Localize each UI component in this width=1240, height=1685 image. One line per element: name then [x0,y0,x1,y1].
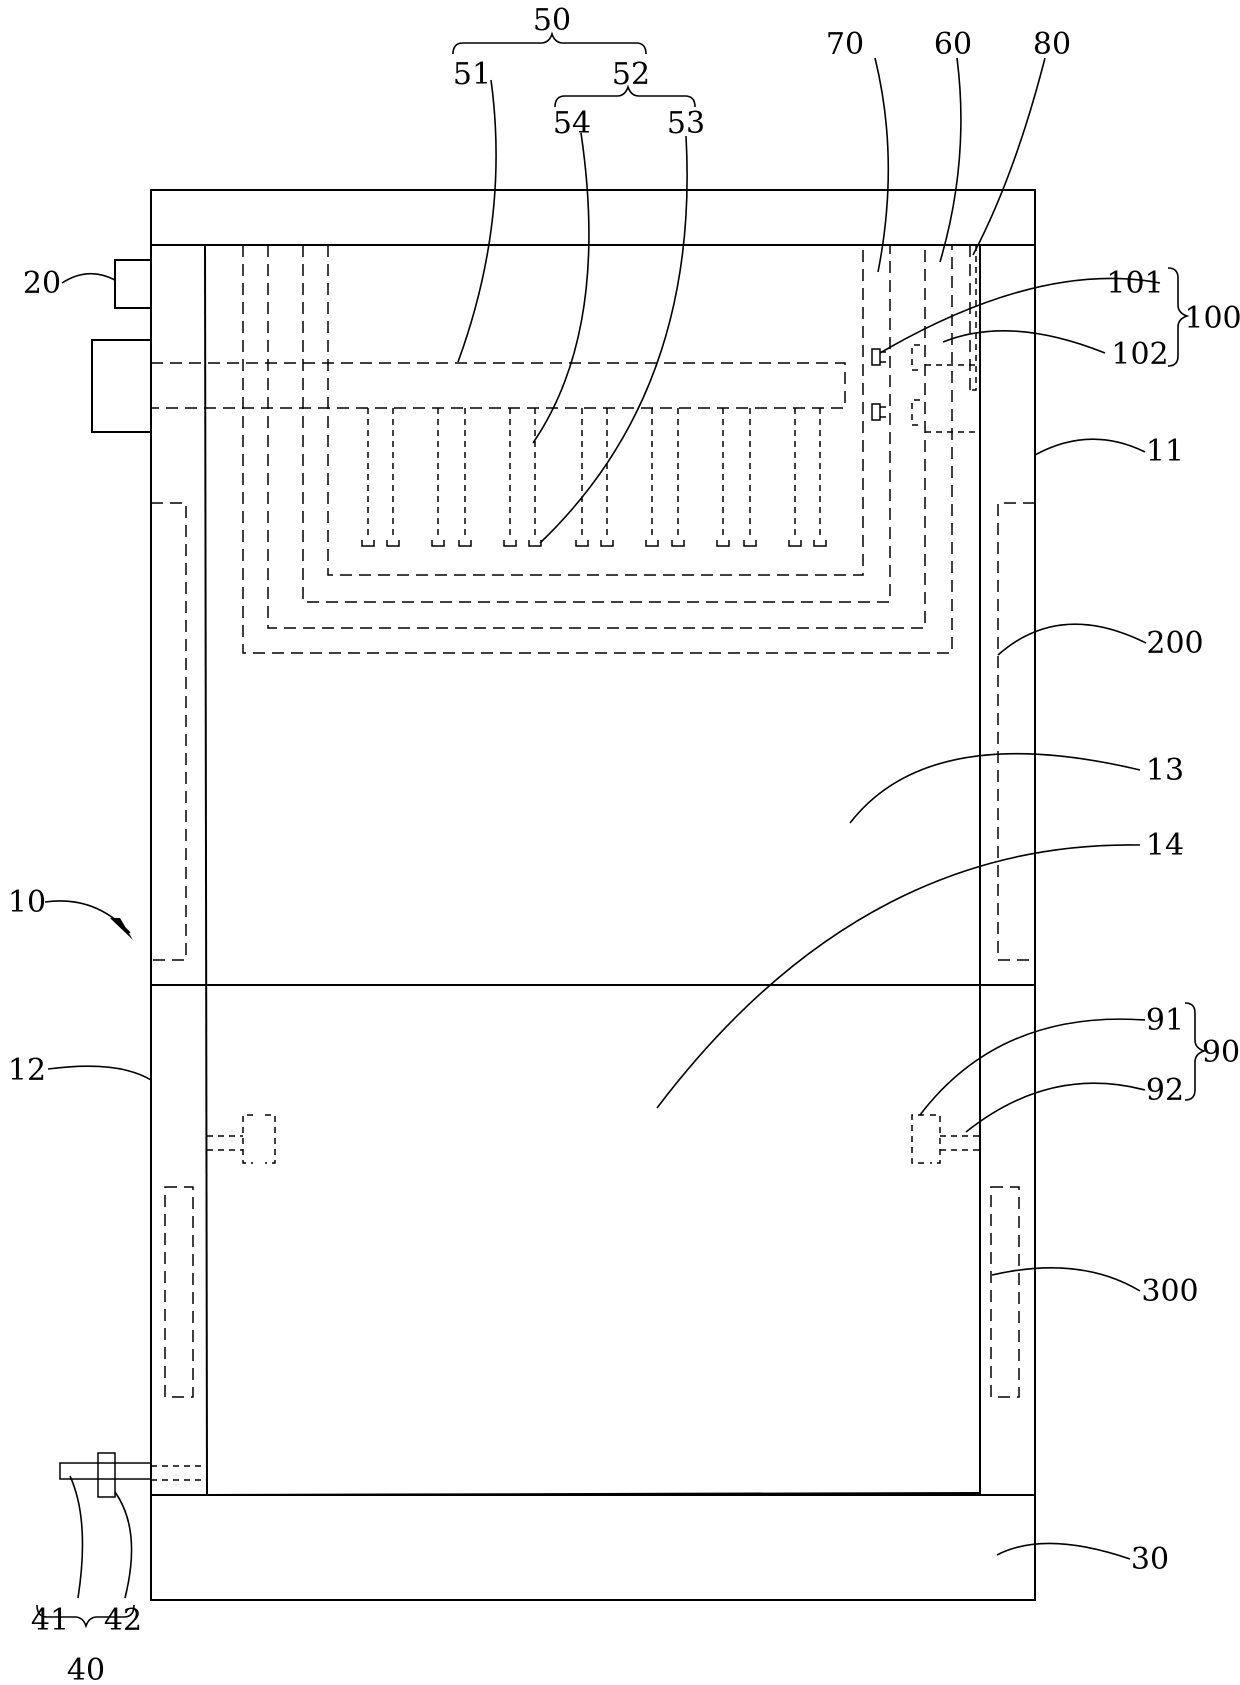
label-30: 30 [1131,1542,1169,1577]
label-102: 102 [1111,337,1168,372]
branch-pipe-pair [717,408,756,546]
label-14: 14 [1146,828,1184,863]
branch-pipe-pair [432,408,471,546]
label-40: 40 [67,1653,105,1685]
branch-pipe-pair [789,408,826,546]
wall-panels-200 [151,503,1035,960]
label-91: 91 [1146,1003,1184,1038]
label-50: 50 [533,3,571,38]
label-54: 54 [553,106,591,141]
label-90: 90 [1202,1035,1240,1070]
branch-pipe-pair [362,408,399,546]
label-12: 12 [8,1053,46,1088]
label-200: 200 [1146,626,1203,661]
arrowhead-10 [110,918,133,940]
component-100 [872,345,980,432]
main-pipe-51 [151,363,845,408]
branch-pipe-pair [576,408,613,546]
label-60: 60 [934,27,972,62]
nested-dashed-frames [243,245,976,653]
label-20: 20 [23,266,61,301]
component-90-right [912,1115,980,1163]
label-42: 42 [104,1603,142,1638]
label-52: 52 [612,57,650,92]
drain-40 [60,1453,207,1497]
branch-pipe-pair [504,408,541,546]
label-10: 10 [8,885,46,920]
cabinet-outline [151,190,1035,1600]
label-13: 13 [1146,753,1184,788]
label-53: 53 [667,106,705,141]
label-100: 100 [1184,301,1240,336]
wall-panels-300 [165,1187,1019,1397]
label-51: 51 [453,57,491,92]
component-90-left [207,1115,275,1163]
label-11: 11 [1146,434,1184,469]
label-300: 300 [1141,1274,1198,1309]
reference-labels: 50 51 52 54 53 70 60 80 20 101 100 102 1… [8,3,1240,1685]
branch-pipe-pair [646,408,684,546]
label-101: 101 [1106,266,1163,301]
label-70: 70 [826,27,864,62]
label-80: 80 [1033,27,1071,62]
component-20-box [92,260,151,432]
leader-lines [45,58,1160,1598]
label-92: 92 [1146,1073,1184,1108]
label-41: 41 [31,1603,69,1638]
branch-pipes-52 [362,408,826,546]
